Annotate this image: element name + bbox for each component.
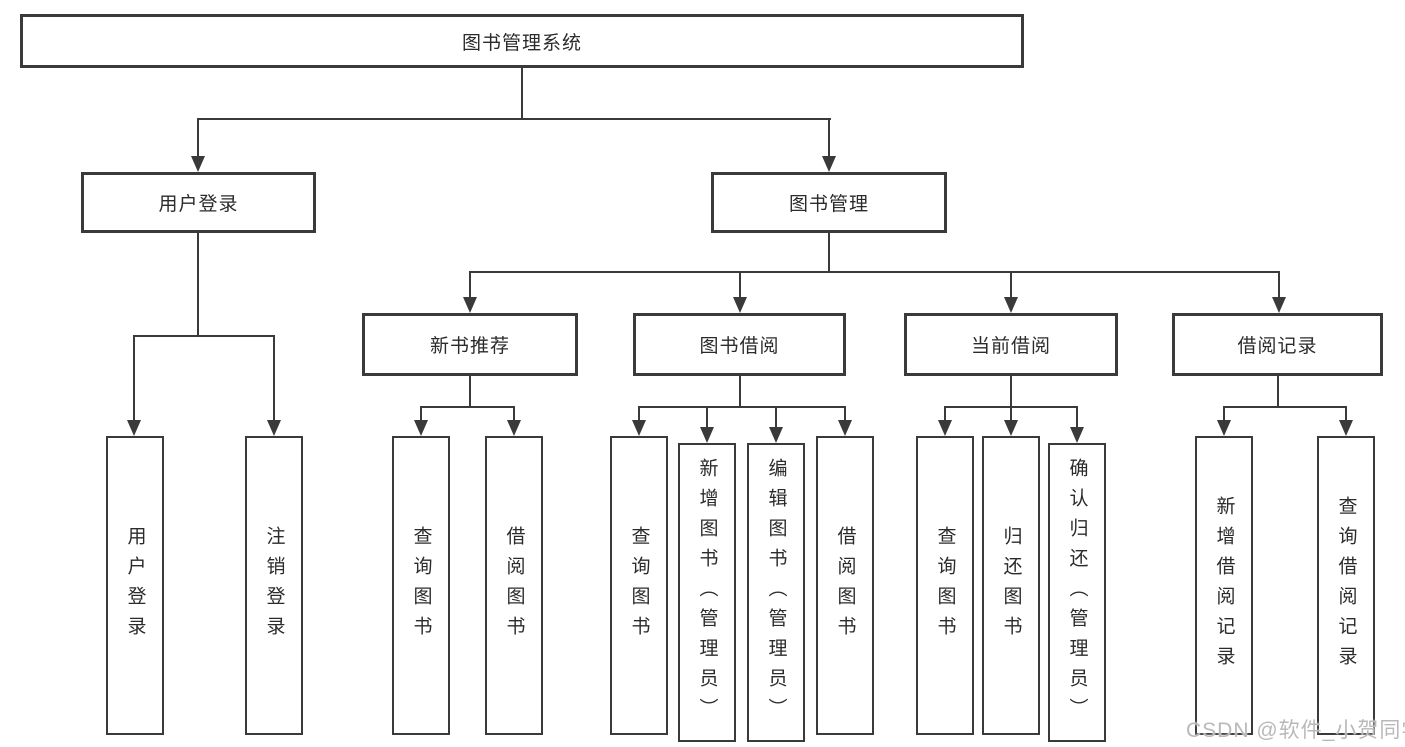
connector-line xyxy=(469,376,471,408)
connector-line xyxy=(828,233,830,273)
node-user-login-label: 用户登录 xyxy=(158,194,239,215)
leaf-logout-label: 注销登录 xyxy=(263,525,285,646)
arrow-down-icon xyxy=(700,427,714,443)
arrow-down-icon xyxy=(938,420,952,436)
connector-line xyxy=(1010,406,1012,422)
node-root: 图书管理系统 xyxy=(20,14,1024,68)
arrow-down-icon xyxy=(769,427,783,443)
connector-line xyxy=(1010,271,1012,299)
node-book-management: 图书管理 xyxy=(711,172,947,233)
leaf-query-borrow-record-label: 查询借阅记录 xyxy=(1335,495,1357,676)
node-book-management-label: 图书管理 xyxy=(788,194,869,215)
leaf-confirm-return-admin-label: 确认归还（管理员） xyxy=(1066,457,1088,728)
connector-line xyxy=(638,406,640,422)
leaf-user-login-label: 用户登录 xyxy=(124,525,146,646)
leaf-logout: 注销登录 xyxy=(245,436,303,735)
node-new-book-recommend: 新书推荐 xyxy=(362,313,578,376)
leaf-return-book: 归还图书 xyxy=(982,436,1040,735)
connector-line xyxy=(739,376,741,408)
leaf-confirm-return-admin: 确认归还（管理员） xyxy=(1048,443,1106,742)
connector-line xyxy=(521,68,523,119)
connector-line xyxy=(1223,406,1347,408)
connector-line xyxy=(828,118,830,158)
leaf-edit-book-admin: 编辑图书（管理员） xyxy=(747,443,805,742)
node-user-login: 用户登录 xyxy=(81,172,316,233)
connector-line xyxy=(1345,406,1347,422)
connector-line xyxy=(1076,406,1078,429)
connector-line xyxy=(469,271,1280,273)
connector-line xyxy=(844,406,846,422)
connector-line xyxy=(1010,376,1012,408)
connector-line xyxy=(638,406,846,408)
connector-line xyxy=(133,335,275,337)
node-current-borrow-label: 当前借阅 xyxy=(970,336,1051,357)
leaf-user-login: 用户登录 xyxy=(106,436,164,735)
leaf-borrow-books-recommend-label: 借阅图书 xyxy=(503,525,525,646)
leaf-query-books-borrow-label: 查询图书 xyxy=(628,525,650,646)
arrow-down-icon xyxy=(507,420,521,436)
node-book-borrow-label: 图书借阅 xyxy=(699,336,780,357)
connector-line xyxy=(197,233,199,337)
node-current-borrow: 当前借阅 xyxy=(904,313,1118,376)
connector-line xyxy=(197,118,199,158)
leaf-borrow-books-recommend: 借阅图书 xyxy=(485,436,543,735)
arrow-down-icon xyxy=(838,420,852,436)
connector-line xyxy=(775,406,777,429)
node-borrow-records: 借阅记录 xyxy=(1172,313,1383,376)
arrow-down-icon xyxy=(1217,420,1231,436)
leaf-query-books-recommend: 查询图书 xyxy=(392,436,450,735)
arrow-down-icon xyxy=(267,420,281,436)
leaf-add-borrow-record: 新增借阅记录 xyxy=(1195,436,1253,735)
arrow-down-icon xyxy=(1070,427,1084,443)
connector-line xyxy=(1278,271,1280,299)
connector-line xyxy=(1277,376,1279,408)
arrow-down-icon xyxy=(1004,420,1018,436)
arrow-down-icon xyxy=(1004,297,1018,313)
node-borrow-records-label: 借阅记录 xyxy=(1237,336,1318,357)
arrow-down-icon xyxy=(1339,420,1353,436)
connector-line xyxy=(197,118,831,120)
arrow-down-icon xyxy=(414,420,428,436)
arrow-down-icon xyxy=(127,420,141,436)
arrow-down-icon xyxy=(733,297,747,313)
leaf-query-borrow-record: 查询借阅记录 xyxy=(1317,436,1375,735)
connector-line xyxy=(944,406,946,422)
leaf-return-book-label: 归还图书 xyxy=(1000,525,1022,646)
arrow-down-icon xyxy=(822,156,836,172)
connector-line xyxy=(513,406,515,422)
leaf-add-book-admin-label: 新增图书（管理员） xyxy=(696,457,718,728)
connector-line xyxy=(133,335,135,422)
connector-line xyxy=(739,271,741,299)
leaf-add-book-admin: 新增图书（管理员） xyxy=(678,443,736,742)
node-book-borrow: 图书借阅 xyxy=(633,313,846,376)
leaf-edit-book-admin-label: 编辑图书（管理员） xyxy=(765,457,787,728)
connector-line xyxy=(420,406,422,422)
arrow-down-icon xyxy=(1272,297,1286,313)
arrow-down-icon xyxy=(463,297,477,313)
leaf-borrow-books: 借阅图书 xyxy=(816,436,874,735)
leaf-query-books-current-label: 查询图书 xyxy=(934,525,956,646)
arrow-down-icon xyxy=(632,420,646,436)
leaf-borrow-books-label: 借阅图书 xyxy=(834,525,856,646)
connector-line xyxy=(469,271,471,299)
node-root-label: 图书管理系统 xyxy=(461,32,582,54)
connector-line xyxy=(706,406,708,429)
connector-line xyxy=(1223,406,1225,422)
leaf-add-borrow-record-label: 新增借阅记录 xyxy=(1213,495,1235,676)
node-new-book-recommend-label: 新书推荐 xyxy=(429,336,510,357)
leaf-query-books-recommend-label: 查询图书 xyxy=(410,525,432,646)
csdn-watermark: CSDN @软件_小贺同学 xyxy=(1186,719,1405,742)
arrow-down-icon xyxy=(191,156,205,172)
leaf-query-books-current: 查询图书 xyxy=(916,436,974,735)
leaf-query-books-borrow: 查询图书 xyxy=(610,436,668,735)
connector-line xyxy=(420,406,515,408)
connector-line xyxy=(273,335,275,422)
